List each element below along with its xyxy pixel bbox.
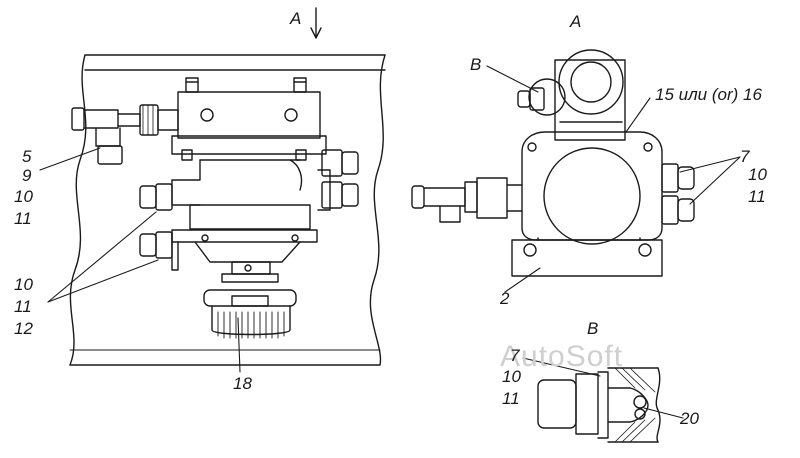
valve-right-connectors: [322, 150, 358, 208]
part-10-label-right: 10: [748, 165, 767, 184]
part-11-label-lower: 11: [14, 297, 32, 316]
detail-11-label: 11: [502, 389, 520, 408]
left-leader-lines: [40, 148, 240, 372]
watermark-text: AutoSoft: [500, 340, 624, 373]
upper-left-tee-fitting: [72, 105, 178, 164]
valve-left-connectors: [140, 184, 172, 258]
part-15-16-label: 15 или (or) 16: [655, 85, 762, 104]
detail-10-label: 10: [502, 367, 521, 386]
part-11-label-right: 11: [748, 187, 766, 206]
part-18-label: 18: [233, 374, 252, 393]
part-7-label: 7: [740, 147, 750, 166]
valve-top-bracket: [172, 78, 326, 160]
view-a-arrow: [311, 8, 321, 38]
part-10-label: 10: [14, 187, 33, 206]
detail-b-leader-lines: [523, 358, 683, 418]
detail-7-label: 7: [510, 346, 520, 365]
part-9-label: 9: [22, 166, 32, 185]
callout-b-label: B: [470, 55, 482, 74]
part-2-label: 2: [500, 289, 510, 308]
detail-20-label: 20: [680, 409, 699, 428]
part-10-label-lower: 10: [14, 275, 33, 294]
part-12-label: 12: [14, 319, 33, 338]
detail-b: [538, 368, 660, 442]
detail-b-title: B: [587, 319, 599, 338]
part-11-label: 11: [14, 209, 32, 228]
valve-body: [172, 160, 330, 270]
view-a-title: A: [570, 12, 582, 31]
view-a-housing: [412, 50, 694, 276]
mounting-plate: [70, 55, 385, 365]
view-a-leader-lines: [487, 66, 740, 292]
view-a-arrow-label: A: [290, 9, 302, 28]
part-5-label: 5: [22, 147, 32, 166]
valve-bottom-knob: [204, 262, 296, 338]
